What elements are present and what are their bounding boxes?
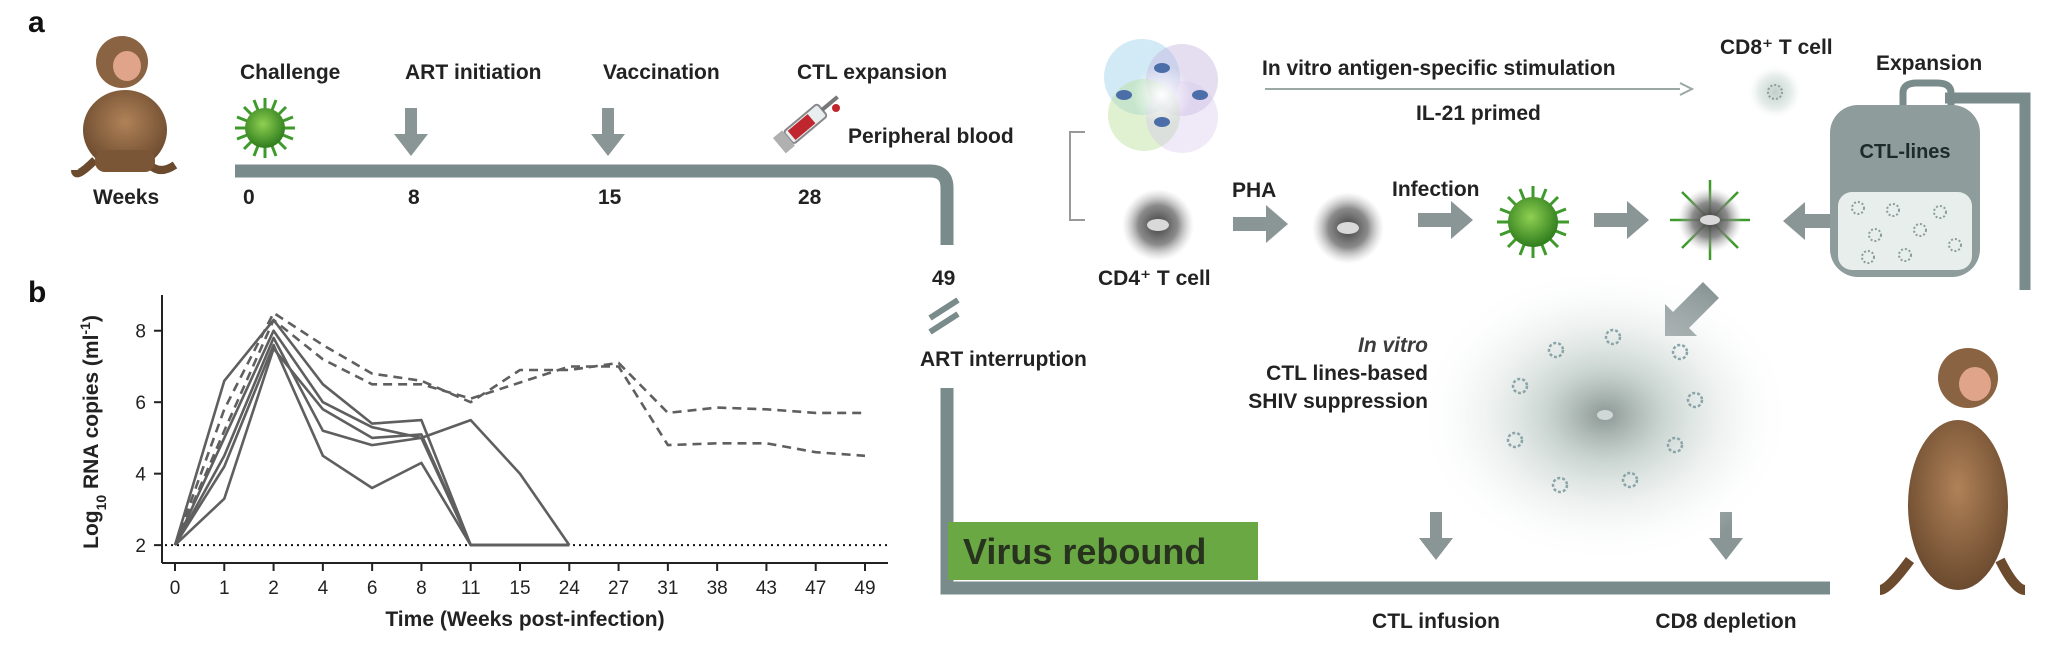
x-tick-label: 47	[805, 578, 826, 599]
series-line-2	[173, 318, 866, 546]
virus-icon	[235, 98, 295, 158]
expansion-label: Expansion	[1876, 52, 1982, 75]
ctl-infusion-label: CTL infusion	[1372, 610, 1500, 633]
event-ctl-expansion-label: CTL expansion	[797, 61, 947, 84]
macaque-illustration-left	[71, 36, 178, 178]
timeline-bar	[235, 164, 954, 245]
panel-label-a: a	[28, 6, 45, 39]
cd8-depletion-label: CD8 depletion	[1655, 610, 1796, 633]
x-tick-label: 43	[756, 578, 777, 599]
workflow: In vitro antigen-specific stimulation IL…	[1069, 36, 2031, 565]
x-tick-label: 6	[367, 578, 378, 599]
y-axis-label: Log10 RNA copies (ml-1)	[77, 315, 109, 549]
x-tick-label: 4	[318, 578, 329, 599]
break-mark-icon	[928, 297, 960, 321]
timeline: Challenge ART initiation Vaccination CTL…	[93, 61, 1830, 633]
cd4-cell-label: CD4⁺ T cell	[1098, 267, 1211, 290]
series-line-4	[173, 329, 571, 546]
panel-label-b: b	[28, 276, 46, 309]
peripheral-blood-label: Peripheral blood	[848, 125, 1014, 148]
infected-cell-icon	[1670, 180, 1750, 260]
x-tick-label: 2	[268, 578, 279, 599]
cd8-t-cell-icon	[1747, 64, 1803, 120]
event-challenge-label: Challenge	[240, 61, 340, 84]
syringe-icon	[772, 95, 839, 154]
down-arrow-icon	[1709, 512, 1743, 560]
break-mark-icon	[928, 311, 960, 335]
suppression-line3: SHIV suppression	[1248, 390, 1428, 413]
week-0: 0	[243, 186, 255, 209]
week-8: 8	[408, 186, 420, 209]
y-tick-label: 2	[135, 536, 146, 557]
x-tick-label: 1	[219, 578, 230, 599]
stimulation-label: In vitro antigen-specific stimulation	[1262, 57, 1616, 80]
weeks-label: Weeks	[93, 186, 159, 209]
x-tick-label: 8	[416, 578, 427, 599]
art-interruption-label: ART interruption	[920, 348, 1087, 371]
down-arrow-icon	[591, 108, 625, 156]
left-arrow-icon	[1783, 202, 1838, 240]
down-arrow-icon	[1419, 512, 1453, 560]
y-tick-label: 4	[135, 465, 146, 486]
timeline-bar-post	[940, 388, 1830, 595]
macaque-illustration-right	[1878, 348, 2026, 595]
week-15: 15	[598, 186, 622, 209]
suppression-line1: In vitro	[1358, 334, 1428, 357]
x-tick-label: 38	[707, 578, 728, 599]
pha-label: PHA	[1232, 179, 1276, 202]
week-49: 49	[932, 267, 955, 290]
x-axis-label: Time (Weeks post-infection)	[385, 608, 664, 631]
x-tick-label: 11	[461, 578, 481, 599]
ctl-lines-bag: CTL-lines	[1830, 79, 2031, 290]
virus-icon	[1497, 186, 1569, 258]
infection-label: Infection	[1392, 178, 1480, 201]
y-tick-label: 6	[135, 393, 146, 414]
right-arrow-icon	[1594, 201, 1649, 239]
series-line-1	[173, 311, 865, 546]
virus-rebound-label: Virus rebound	[963, 531, 1206, 572]
virus-rebound-box	[948, 522, 1258, 580]
cd8-cell-label: CD8⁺ T cell	[1720, 36, 1833, 59]
il21-label: IL-21 primed	[1416, 102, 1541, 125]
down-arrow-icon	[394, 108, 428, 156]
week-28: 28	[798, 186, 822, 209]
x-tick-label: 49	[854, 578, 875, 599]
x-tick-label: 31	[657, 578, 678, 599]
event-art-initiation-label: ART initiation	[405, 61, 541, 84]
y-tick-label: 8	[135, 322, 146, 343]
antigen-presenting-cells-icon	[1104, 39, 1218, 153]
x-tick-label: 27	[608, 578, 629, 599]
event-vaccination-label: Vaccination	[603, 61, 720, 84]
right-arrow-icon	[1418, 201, 1473, 239]
x-tick-label: 24	[559, 578, 581, 599]
suppression-line2: CTL lines-based	[1266, 362, 1428, 385]
series-line-7	[174, 347, 570, 547]
right-arrow-icon	[1233, 205, 1288, 243]
x-tick-label: 0	[170, 578, 181, 599]
x-tick-label: 15	[509, 578, 530, 599]
ctl-lines-label: CTL-lines	[1859, 141, 1950, 163]
